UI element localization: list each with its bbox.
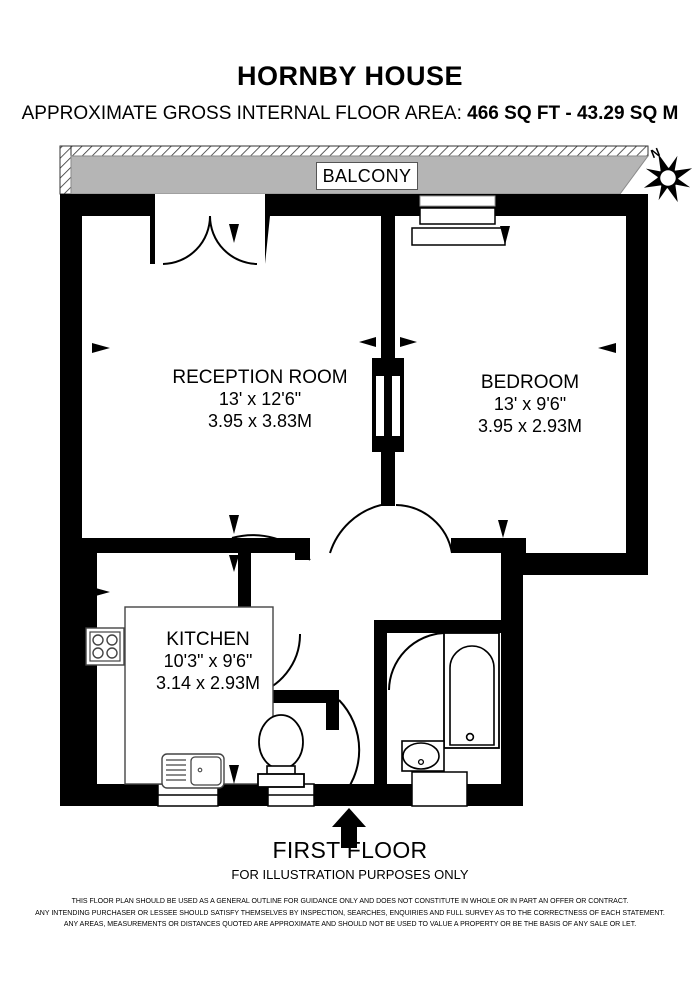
plan-header: HORNBY HOUSE APPROXIMATE GROSS INTERNAL …: [0, 0, 700, 125]
room-imperial-kitchen: 10'3" x 9'6": [163, 651, 253, 672]
disclaimer-line-2: ANY INTENDING PURCHASER OR LESSEE SHOULD…: [35, 909, 665, 917]
room-metric-kitchen: 3.14 x 2.93M: [155, 673, 261, 694]
internal-doors: [231, 504, 453, 801]
wash-basin-icon: [401, 740, 445, 772]
disclaimer-block: THIS FLOOR PLAN SHOULD BE USED AS A GENE…: [0, 896, 700, 931]
hob-icon: [85, 627, 125, 666]
floor-area-label: APPROXIMATE GROSS INTERNAL FLOOR AREA:: [21, 102, 462, 124]
room-label-kitchen: KITCHEN 10'3" x 9'6" 3.14 x 2.93M: [118, 628, 298, 695]
room-metric-bedroom: 3.95 x 2.93M: [477, 416, 583, 437]
room-name-kitchen: KITCHEN: [166, 629, 250, 650]
bathroom-fixtures: [401, 632, 500, 772]
bedroom-window: [411, 195, 506, 246]
balcony-french-doors: [150, 194, 270, 265]
room-imperial-bedroom: 13' x 9'6": [493, 394, 567, 415]
kitchen-sink-icon: [161, 753, 225, 789]
kitchen-fixtures: [85, 606, 274, 789]
balcony-label: BALCONY: [316, 162, 418, 190]
page-title: HORNBY HOUSE: [236, 61, 464, 91]
floor-area-line: APPROXIMATE GROSS INTERNAL FLOOR AREA: 4…: [0, 102, 700, 125]
disclaimer-line-1: THIS FLOOR PLAN SHOULD BE USED AS A GENE…: [71, 898, 629, 905]
lower-windows: [157, 771, 468, 807]
room-label-reception: RECEPTION ROOM 13' x 12'6" 3.95 x 3.83M: [120, 366, 400, 433]
disclaimer-line-3: ANY AREAS, MEASUREMENTS OR DISTANCES QUO…: [63, 921, 637, 929]
floor-level-label: FIRST FLOOR: [272, 837, 428, 863]
room-imperial-reception: 13' x 12'6": [218, 389, 302, 410]
plan-footer: FIRST FLOOR FOR ILLUSTRATION PURPOSES ON…: [0, 837, 700, 883]
floor-area-value: 466 SQ FT - 43.29 SQ M: [467, 102, 679, 124]
dimension-arrows: [92, 224, 616, 784]
room-name-bedroom: BEDROOM: [480, 372, 580, 393]
entrance-arrow-icon: [332, 808, 366, 848]
room-name-reception: RECEPTION ROOM: [172, 367, 348, 388]
room-metric-reception: 3.95 x 3.83M: [207, 411, 313, 432]
compass-rose-icon: [643, 153, 693, 203]
bathtub-icon: [443, 632, 500, 749]
toilet-icon: [257, 714, 305, 788]
room-label-bedroom: BEDROOM 13' x 9'6" 3.95 x 2.93M: [430, 371, 630, 438]
illustration-note: FOR ILLUSTRATION PURPOSES ONLY: [231, 867, 469, 883]
